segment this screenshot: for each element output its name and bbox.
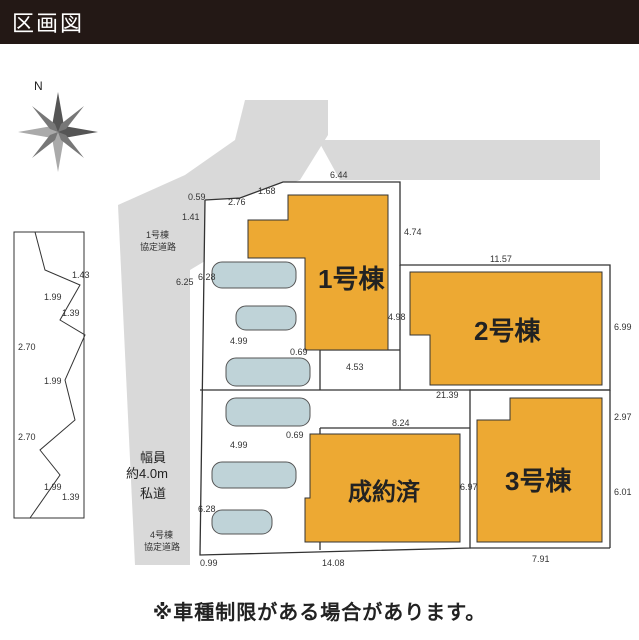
car [225, 397, 311, 427]
lot-lines [199, 181, 611, 556]
svg-text:6.99: 6.99 [614, 322, 632, 332]
parking-cars [211, 261, 311, 535]
building-2: 2号棟 [409, 271, 603, 386]
svg-text:1.99: 1.99 [44, 376, 62, 386]
svg-text:4.53: 4.53 [346, 362, 364, 372]
building-2-label: 2号棟 [474, 316, 541, 346]
svg-text:11.57: 11.57 [490, 254, 512, 264]
building-1-label: 1号棟 [318, 264, 385, 294]
building-3: 3号棟 [476, 397, 603, 543]
svg-text:4.98: 4.98 [388, 312, 406, 322]
svg-text:1.99: 1.99 [44, 292, 62, 302]
svg-text:幅員: 幅員 [140, 450, 166, 465]
car [211, 461, 297, 489]
svg-text:0.69: 0.69 [290, 347, 308, 357]
svg-text:14.08: 14.08 [322, 558, 345, 568]
header-bar: 区画図 [0, 0, 639, 44]
svg-text:0.59: 0.59 [188, 192, 206, 202]
car [225, 357, 311, 387]
site-plan: N 1号棟 2号棟 3号棟 成約済 1 [13, 79, 632, 568]
building-sold-label: 成約済 [348, 478, 421, 506]
north-compass [18, 92, 98, 172]
svg-text:2.70: 2.70 [18, 432, 36, 442]
svg-text:6.97: 6.97 [460, 482, 478, 492]
svg-text:6.44: 6.44 [330, 170, 348, 180]
svg-text:0.99: 0.99 [200, 558, 218, 568]
svg-text:7.91: 7.91 [532, 554, 550, 564]
svg-text:1.41: 1.41 [182, 212, 200, 222]
building-1: 1号棟 [247, 194, 389, 351]
car [211, 261, 297, 289]
svg-text:6.25: 6.25 [176, 277, 194, 287]
footer-note: ※車種制限がある場合があります。 [152, 600, 487, 624]
svg-text:6.28: 6.28 [198, 272, 216, 282]
svg-text:1号棟: 1号棟 [146, 229, 169, 240]
inset-detail [13, 231, 86, 519]
building-3-label: 3号棟 [505, 466, 572, 496]
car [235, 305, 297, 331]
svg-text:6.01: 6.01 [614, 487, 632, 497]
svg-text:4.99: 4.99 [230, 336, 248, 346]
svg-text:4.99: 4.99 [230, 440, 248, 450]
compass-label: N [34, 79, 43, 93]
svg-text:6.28: 6.28 [198, 504, 216, 514]
svg-text:1.68: 1.68 [258, 186, 276, 196]
svg-text:約4.0m: 約4.0m [126, 466, 168, 481]
svg-text:2.76: 2.76 [228, 197, 246, 207]
page-title: 区画図 [12, 12, 85, 37]
svg-text:1.99: 1.99 [44, 482, 62, 492]
car [211, 509, 273, 535]
svg-text:1.39: 1.39 [62, 308, 80, 318]
svg-text:2.70: 2.70 [18, 342, 36, 352]
svg-text:0.69: 0.69 [286, 430, 304, 440]
svg-text:1.43: 1.43 [72, 270, 90, 280]
svg-text:私道: 私道 [140, 486, 166, 501]
svg-text:協定道路: 協定道路 [144, 541, 180, 552]
svg-text:協定道路: 協定道路 [140, 241, 176, 252]
svg-text:8.24: 8.24 [392, 418, 410, 428]
svg-text:4.74: 4.74 [404, 227, 422, 237]
svg-text:1.39: 1.39 [62, 492, 80, 502]
svg-text:4号棟: 4号棟 [150, 529, 173, 540]
surrounding-roads [118, 100, 600, 565]
building-sold: 成約済 [304, 433, 461, 543]
svg-text:2.97: 2.97 [614, 412, 632, 422]
svg-text:21.39: 21.39 [436, 390, 459, 400]
